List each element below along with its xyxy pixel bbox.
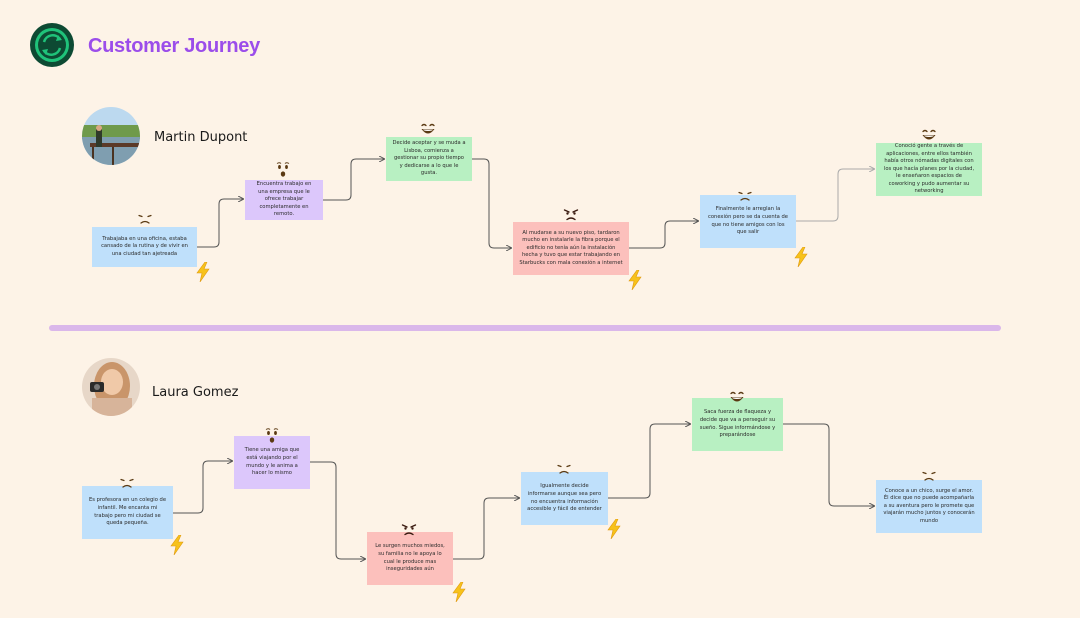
lightning-icon <box>607 519 621 539</box>
surprised-face-icon <box>271 157 295 181</box>
connector <box>310 461 365 559</box>
journey-step-note: Conoce a un chico, surge el amor. Él dic… <box>876 480 982 533</box>
journey-step-note: Tiene una amiga que está viajando por el… <box>234 436 310 489</box>
lightning-icon <box>196 262 210 282</box>
sad-face-icon <box>133 206 157 230</box>
avatar <box>82 358 140 416</box>
connector <box>197 199 243 248</box>
sad-face-icon <box>115 470 139 494</box>
lightning-icon <box>452 582 466 602</box>
connector <box>323 159 384 201</box>
sad-face-icon <box>917 463 941 487</box>
section-divider <box>49 325 1001 331</box>
journey-step-note: Finalmente le arreglan la conexión pero … <box>700 195 796 248</box>
connector <box>783 423 874 506</box>
grinning-face-icon <box>416 116 440 140</box>
grinning-face-icon <box>725 384 749 408</box>
connector <box>173 461 232 514</box>
lightning-icon <box>170 535 184 555</box>
journey-step-note: Conoció gente a través de aplicaciones, … <box>876 143 982 196</box>
connector <box>453 498 519 560</box>
avatar <box>82 107 140 165</box>
sad-face-icon <box>733 183 757 207</box>
connector <box>472 158 511 248</box>
persona-name: Laura Gomez <box>152 385 239 400</box>
connector <box>796 169 874 222</box>
connector <box>629 221 698 249</box>
journey-step-note: Es profesora en un colegio de infantil. … <box>82 486 173 539</box>
connector <box>608 424 690 499</box>
angry-face-icon <box>397 517 421 541</box>
journey-step-note: Igualmente decide informarse aunque sea … <box>521 472 608 525</box>
journey-step-note: Al mudarse a su nuevo piso, tardaron muc… <box>513 222 629 275</box>
surprised-face-icon <box>260 423 284 447</box>
persona-name: Martin Dupont <box>154 130 248 145</box>
journey-step-note: Decide aceptar y se muda a Lisboa, comie… <box>386 137 472 181</box>
lightning-icon <box>794 247 808 267</box>
lightning-icon <box>628 270 642 290</box>
journey-step-note: Trabajaba en una oficina, estaba cansado… <box>92 227 197 267</box>
journey-step-note: Saca fuerza de flaqueza y decide que va … <box>692 398 783 451</box>
journey-step-note: Le surgen muchos miedos, su familia no l… <box>367 532 453 585</box>
sad-face-icon <box>552 456 576 480</box>
journey-logo-icon <box>30 23 74 67</box>
grinning-face-icon <box>917 122 941 146</box>
angry-face-icon <box>559 202 583 226</box>
journey-step-note: Encuentra trabajo en una empresa que le … <box>245 180 323 220</box>
page-title: Customer Journey <box>88 35 260 57</box>
